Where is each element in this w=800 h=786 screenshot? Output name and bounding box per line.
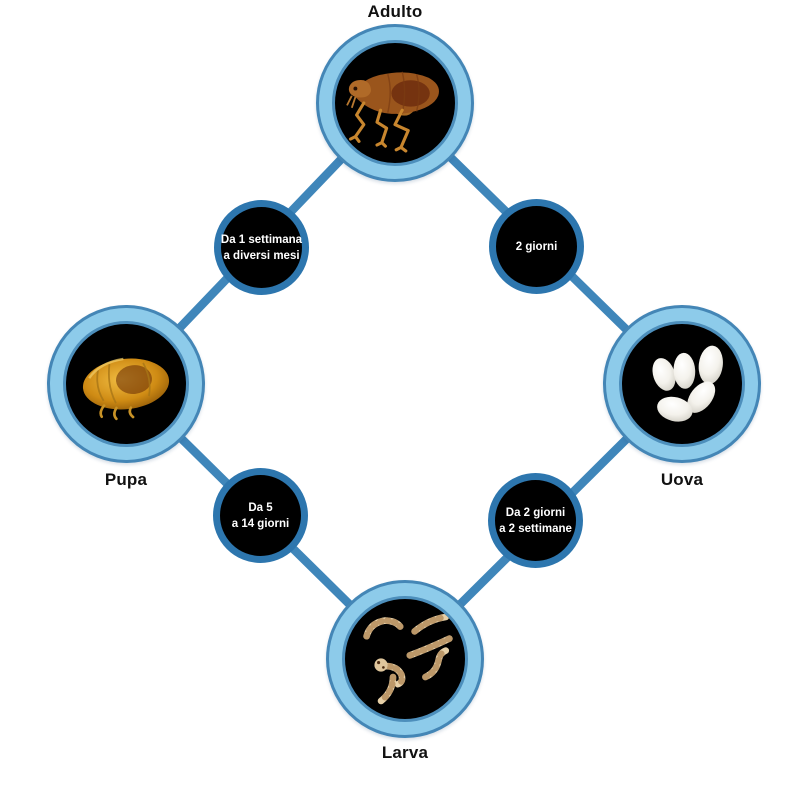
duration-line-1: Da 2 giorni xyxy=(505,506,566,519)
duration-line-2: a 2 settimane xyxy=(499,522,572,535)
flea-larvae-icon xyxy=(342,596,468,722)
duration-circle-larva-pupa: Da 5 a 14 giorni xyxy=(213,468,308,563)
duration-text-larva-pupa: Da 5 a 14 giorni xyxy=(232,500,290,532)
duration-circle-adulto-uova: 2 giorni xyxy=(489,199,584,294)
stage-label-larva: Larva xyxy=(381,743,429,762)
flea-eggs-icon xyxy=(619,321,745,447)
stage-label-adulto: Adulto xyxy=(367,2,423,21)
flea-pupa-illustration xyxy=(82,357,170,421)
duration-line-2: a 14 giorni xyxy=(231,517,290,530)
flea-larvae-illustration xyxy=(363,613,453,705)
stage-circle-uova xyxy=(603,305,761,463)
stage-circle-adulto xyxy=(316,24,474,182)
duration-circle-pupa-adulto: Da 1 settimana a diversi mesi xyxy=(214,200,309,295)
duration-circle-uova-larva: Da 2 giorni a 2 settimane xyxy=(488,473,583,568)
duration-line-1: Da 1 settimana xyxy=(220,233,303,246)
stage-label-uova: Uova xyxy=(660,470,704,489)
stage-circle-larva xyxy=(326,580,484,738)
duration-text-uova-larva: Da 2 giorni a 2 settimane xyxy=(499,505,572,537)
stage-circle-pupa xyxy=(47,305,205,463)
duration-line-2: a diversi mesi xyxy=(223,249,300,262)
adult-flea-illustration xyxy=(346,71,439,153)
flea-pupa-icon xyxy=(63,321,189,447)
duration-text-adulto-uova: 2 giorni xyxy=(516,239,558,255)
adult-flea-icon xyxy=(332,40,458,166)
duration-text-pupa-adulto: Da 1 settimana a diversi mesi xyxy=(221,232,302,264)
duration-line-1: 2 giorni xyxy=(515,240,558,253)
flea-eggs-illustration xyxy=(652,345,723,422)
duration-line-1: Da 5 xyxy=(248,501,273,514)
stage-label-pupa: Pupa xyxy=(104,470,148,489)
